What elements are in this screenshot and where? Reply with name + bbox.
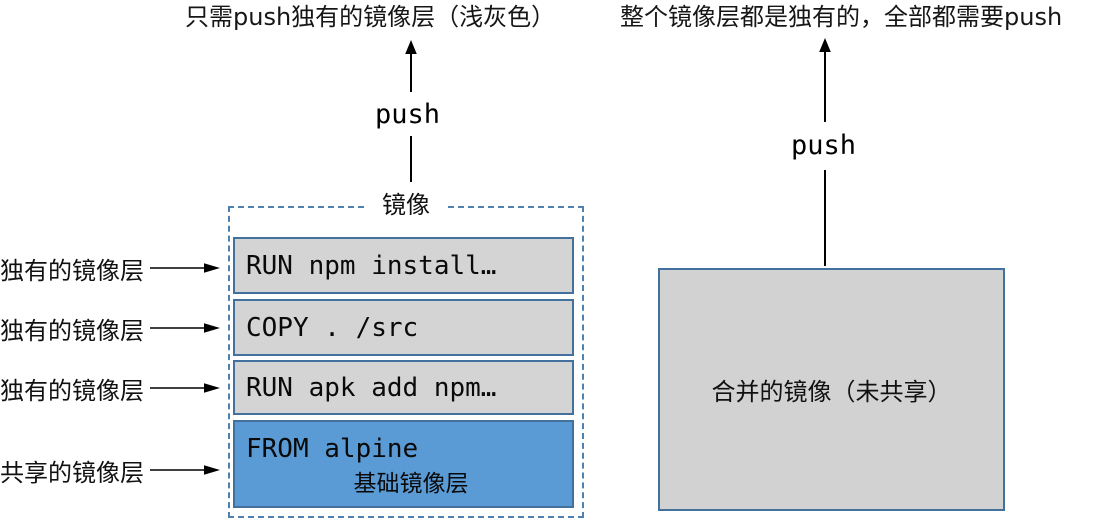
row-label-unique-3: 独有的镜像层 [0, 372, 220, 405]
row-label-text: 独有的镜像层 [0, 376, 144, 405]
push-line-left [410, 136, 412, 182]
row-label-text: 独有的镜像层 [0, 256, 144, 285]
push-line-right [824, 170, 826, 266]
row-label-text: 共享的镜像层 [0, 458, 144, 487]
heading-right: 整个镜像层都是独有的，全部都需要push [620, 3, 1063, 31]
merged-image-label: 合并的镜像（未共享） [711, 378, 952, 406]
layer-label: RUN npm install… [246, 250, 497, 281]
layer-label: RUN apk add npm… [246, 372, 497, 403]
layer-copy-src: COPY . /src [233, 299, 574, 356]
row-label-shared: 共享的镜像层 [0, 454, 220, 487]
row-label-unique-1: 独有的镜像层 [0, 252, 220, 285]
arrow-up-icon [819, 38, 831, 122]
layer-run-npm-install: RUN npm install… [233, 237, 574, 294]
layer-from-alpine: FROM alpine 基础镜像层 [233, 420, 574, 508]
layer-label: COPY . /src [246, 312, 419, 343]
arrow-right-icon [150, 465, 220, 475]
row-label-unique-2: 独有的镜像层 [0, 312, 220, 345]
layer-label: FROM alpine [246, 434, 419, 464]
arrow-right-icon [150, 263, 220, 273]
image-box-title: 镜像 [368, 190, 444, 220]
base-layer-sublabel: 基础镜像层 [353, 471, 469, 497]
arrow-right-icon [150, 323, 220, 333]
arrow-up-icon [405, 40, 417, 92]
layer-run-apk-add: RUN apk add npm… [233, 360, 574, 415]
heading-left: 只需push独有的镜像层（浅灰色） [185, 3, 556, 31]
push-label-right: push [791, 130, 857, 161]
row-label-text: 独有的镜像层 [0, 316, 144, 345]
push-label-left: push [375, 99, 441, 130]
arrow-right-icon [150, 383, 220, 393]
merged-image-box: 合并的镜像（未共享） [658, 268, 1005, 511]
